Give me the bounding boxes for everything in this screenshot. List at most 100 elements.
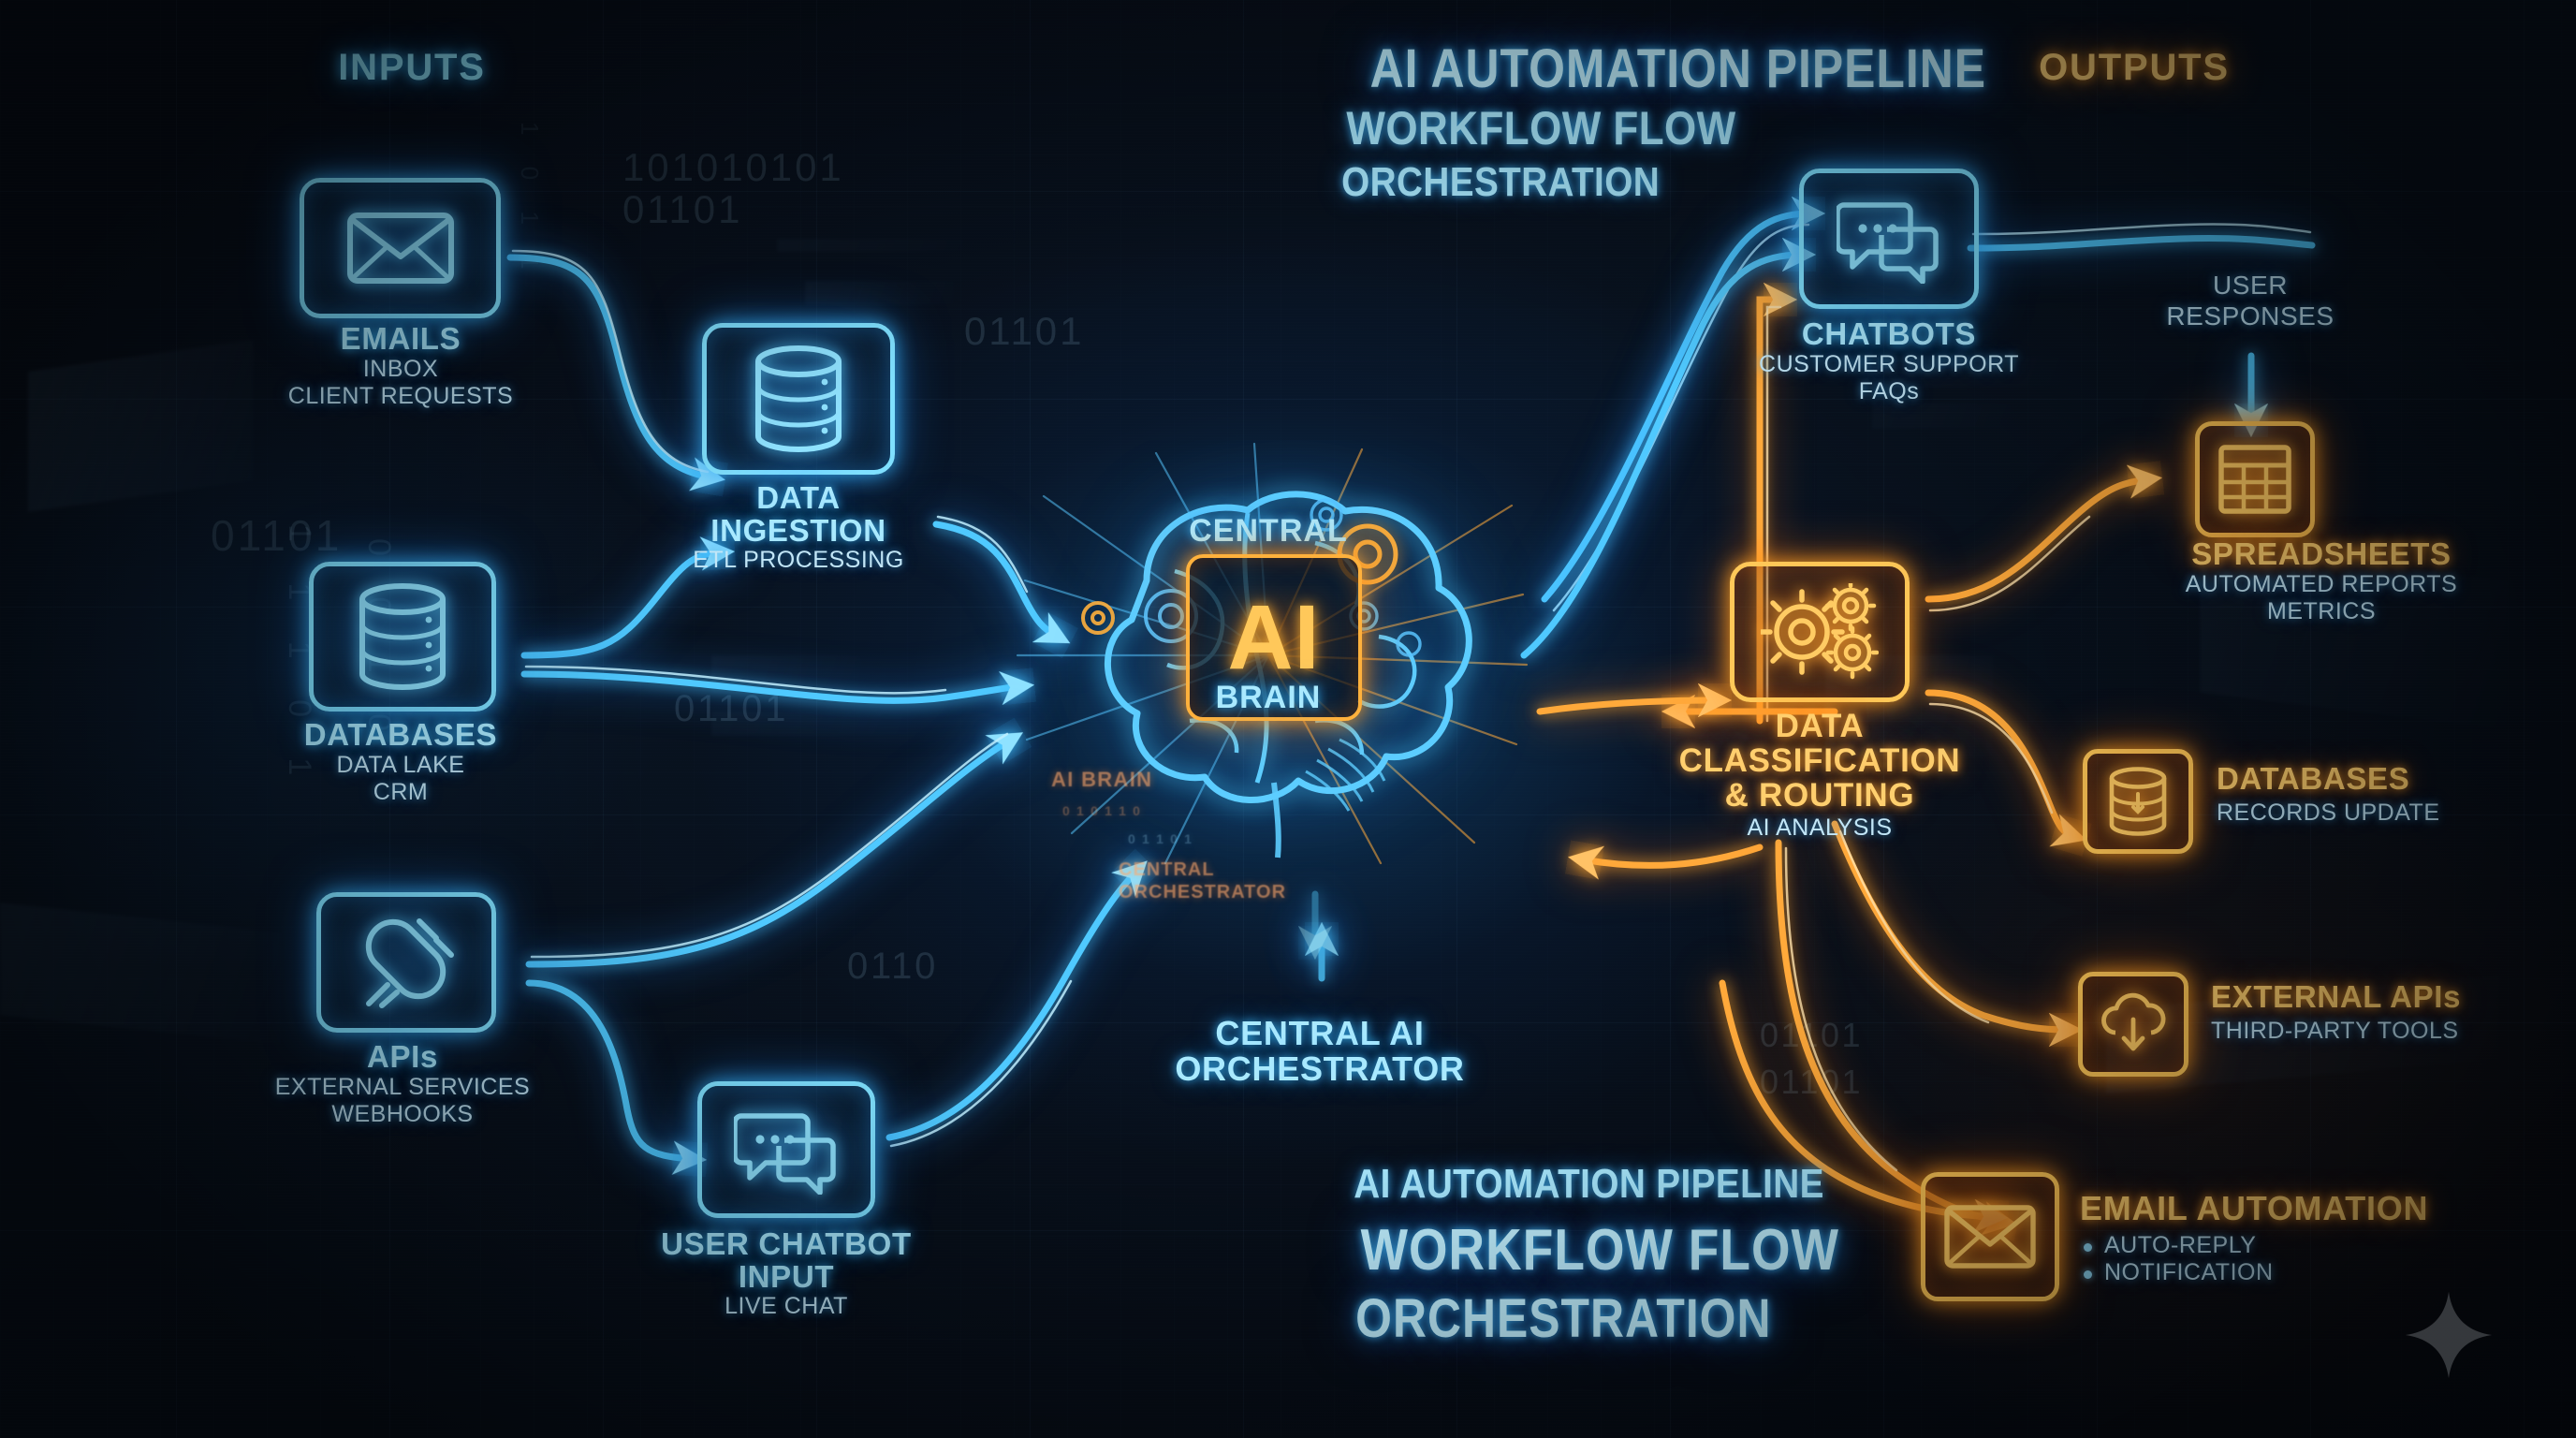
process-label-data-ingestion: DATA INGESTION ETL PROCESSING	[693, 480, 904, 575]
output-sub-external-apis: THIRD-PARTY TOOLS	[2211, 1017, 2459, 1044]
brain-label-bottom: BRAIN	[1215, 680, 1322, 715]
page-title-line2: WORKFLOW FLOW	[1346, 102, 1736, 154]
process-node-data-ingestion[interactable]	[702, 323, 895, 475]
page-title-line1: AI AUTOMATION PIPELINE	[1369, 38, 1987, 99]
output-sub-spreadsheets-2: METRICS	[2267, 598, 2376, 625]
database-icon-box[interactable]	[309, 562, 496, 712]
brain-ghost-artifact-2: 0 1 1 0 1	[1128, 831, 1193, 846]
output-title-spreadsheets: SPREADSHEETS	[2191, 536, 2452, 571]
output-title-chatbots: CHATBOTS	[1801, 316, 1977, 351]
output-node-external-apis[interactable]	[2078, 972, 2188, 1077]
bg-slab	[777, 239, 964, 252]
spreadsheet-icon-box[interactable]	[2195, 421, 2315, 537]
gears-icon	[1761, 583, 1879, 680]
bg-binary-text: 01101	[1760, 1063, 1864, 1101]
annotation-user-responses: USER RESPONSES	[2166, 270, 2334, 331]
output-node-email-automation[interactable]	[1921, 1172, 2059, 1301]
cloud-download-icon-box[interactable]	[2078, 972, 2188, 1077]
footer-title-line3: ORCHESTRATION	[1355, 1288, 1772, 1349]
output-label-email-automation: EMAIL AUTOMATION AUTO-REPLY NOTIFICATION	[2080, 1191, 2428, 1287]
process-label-user-chatbot-input: USER CHATBOT INPUT LIVE CHAT	[661, 1227, 912, 1321]
page-title-line3: ORCHESTRATION	[1341, 159, 1661, 205]
bg-slab	[1872, 403, 2012, 429]
bg-binary-text: 01101	[674, 688, 789, 729]
output-title-databases: DATABASES	[2217, 761, 2410, 796]
chat-bubbles-icon	[1837, 202, 1939, 284]
brain-ghost-label-2: CENTRAL	[1119, 859, 1215, 880]
process-node-user-chatbot-input[interactable]	[697, 1081, 875, 1218]
brain-ghost-label-3: ORCHESTRATOR	[1119, 882, 1287, 902]
bg-binary-text: 01101	[964, 309, 1085, 353]
brain-caption-line1: CENTRAL AI	[1215, 1014, 1425, 1052]
brain-ghost-label-1: AI BRAIN	[1051, 768, 1153, 791]
database-icon-box-ingestion[interactable]	[702, 323, 895, 475]
brain-caption: CENTRAL AI ORCHESTRATOR	[1175, 1016, 1464, 1087]
process-title-classification-2: CLASSIFICATION	[1678, 741, 1961, 779]
input-node-apis[interactable]	[316, 892, 496, 1033]
bg-binary-text: 0110	[847, 946, 939, 987]
chat-bubbles-icon-box-out[interactable]	[1799, 169, 1979, 309]
plug-icon	[365, 918, 454, 1008]
input-title-apis: APIs	[366, 1039, 439, 1074]
process-title-data-ingestion-2: INGESTION	[710, 512, 886, 548]
output-bullets-email-automation: AUTO-REPLY NOTIFICATION	[2080, 1232, 2428, 1287]
input-sub-emails-2: CLIENT REQUESTS	[287, 383, 514, 410]
envelope-icon-box[interactable]	[300, 178, 501, 318]
envelope-icon	[1944, 1205, 2036, 1269]
output-node-spreadsheets[interactable]	[2195, 421, 2315, 537]
database-icon-box-out[interactable]	[2083, 749, 2193, 854]
chat-bubbles-icon	[734, 1113, 836, 1195]
process-sub-classification: AI ANALYSIS	[1747, 814, 1893, 842]
sparkle-icon	[2405, 1291, 2493, 1379]
process-sub-user-chatbot: LIVE CHAT	[724, 1293, 848, 1320]
brain-caption-line2: ORCHESTRATOR	[1175, 1049, 1465, 1088]
annotation-user-responses-line1: USER	[2212, 271, 2289, 300]
spreadsheet-icon	[2218, 445, 2291, 514]
output-label-external-apis: EXTERNAL APIs THIRD-PARTY TOOLS	[2211, 980, 2461, 1045]
database-icon	[359, 583, 446, 690]
bg-binary-vertical: 1 0 1 1	[516, 122, 544, 282]
bg-binary-text: 01101	[211, 511, 343, 560]
bg-binary-text: 01101	[1760, 1016, 1864, 1054]
input-title-emails: EMAILS	[340, 321, 461, 356]
output-label-databases: DATABASES RECORDS UPDATE	[2217, 761, 2440, 827]
output-node-databases[interactable]	[2083, 749, 2193, 854]
input-node-databases[interactable]	[309, 562, 496, 712]
section-header-inputs: INPUTS	[338, 47, 486, 88]
database-icon	[2109, 767, 2167, 836]
footer-title-line2: WORKFLOW FLOW	[1360, 1218, 1840, 1283]
input-sub-databases-2: CRM	[373, 779, 429, 806]
bg-binary-text: 01101	[622, 187, 743, 231]
gears-icon-box[interactable]	[1730, 562, 1910, 702]
section-header-outputs: OUTPUTS	[2039, 47, 2230, 88]
central-ai-brain[interactable]: CENTRAL AI BRAIN AI BRAIN 0 1 0 1 1 0 CE…	[1006, 440, 1530, 902]
process-label-data-classification: DATA CLASSIFICATION & ROUTING AI ANALYSI…	[1678, 708, 1961, 843]
output-bullet-notification: NOTIFICATION	[2080, 1259, 2428, 1287]
brain-ghost-artifact-1: 0 1 0 1 1 0	[1062, 803, 1142, 818]
input-label-emails: EMAILS INBOX CLIENT REQUESTS	[287, 321, 514, 411]
output-sub-spreadsheets-1: AUTOMATED REPORTS	[2185, 570, 2458, 597]
input-sub-emails-1: INBOX	[362, 355, 439, 382]
chat-bubbles-icon-box[interactable]	[697, 1081, 875, 1218]
annotation-user-responses-line2: RESPONSES	[2166, 301, 2334, 331]
plug-icon-box[interactable]	[316, 892, 496, 1033]
output-bullet-auto-reply: AUTO-REPLY	[2080, 1232, 2428, 1260]
process-title-user-chatbot-2: INPUT	[738, 1258, 835, 1294]
process-title-classification-1: DATA	[1775, 708, 1865, 744]
output-sub-databases: RECORDS UPDATE	[2217, 799, 2440, 826]
process-node-data-classification[interactable]	[1730, 562, 1910, 702]
input-sub-apis-1: EXTERNAL SERVICES	[274, 1073, 531, 1100]
envelope-icon	[346, 213, 454, 284]
input-sub-databases-1: DATA LAKE	[336, 751, 465, 778]
process-sub-data-ingestion: ETL PROCESSING	[693, 547, 904, 574]
input-node-emails[interactable]	[300, 178, 501, 318]
output-title-email-automation: EMAIL AUTOMATION	[2080, 1189, 2429, 1227]
envelope-icon-box-out[interactable]	[1921, 1172, 2059, 1301]
input-sub-apis-2: WEBHOOKS	[331, 1101, 474, 1128]
output-label-spreadsheets: SPREADSHEETS AUTOMATED REPORTS METRICS	[2134, 536, 2509, 626]
process-title-classification-3: & ROUTING	[1724, 776, 1915, 814]
bg-slab	[805, 281, 955, 305]
process-title-data-ingestion-1: DATA	[756, 480, 841, 515]
output-node-chatbots[interactable]	[1799, 169, 1979, 309]
output-label-chatbots: CHATBOTS CUSTOMER SUPPORT FAQs	[1759, 316, 2019, 406]
